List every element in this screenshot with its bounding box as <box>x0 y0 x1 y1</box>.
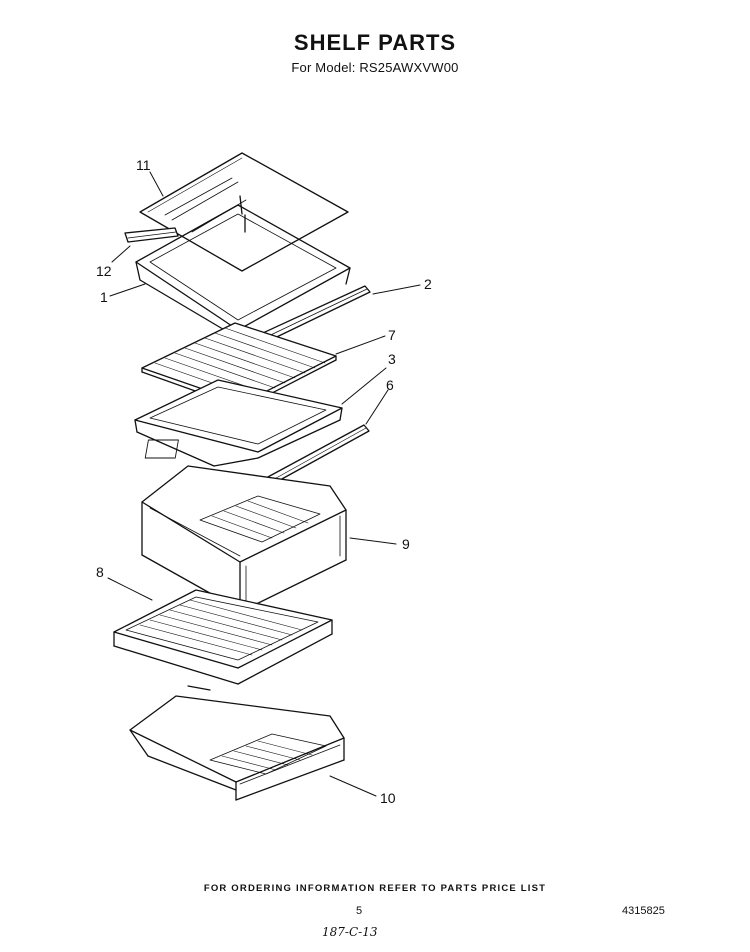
cover-panel-part-8 <box>113 589 333 691</box>
crisper-drawer-part-10 <box>129 695 345 801</box>
callout-6: 6 <box>386 377 394 393</box>
crisper-drawer-part-9 <box>141 465 347 613</box>
ordering-note: FOR ORDERING INFORMATION REFER TO PARTS … <box>203 883 547 894</box>
callout-leaders <box>107 171 421 797</box>
callout-10: 10 <box>380 790 396 806</box>
callout-8: 8 <box>96 564 104 580</box>
document-number: 4315825 <box>622 905 665 917</box>
callout-9: 9 <box>402 536 410 552</box>
cover-frame-part-3 <box>134 379 343 467</box>
callout-2: 2 <box>424 276 432 292</box>
page-title: SHELF PARTS <box>293 30 457 55</box>
front-trim-part-12 <box>124 227 179 243</box>
callout-12: 12 <box>96 263 112 279</box>
callout-1: 1 <box>100 289 108 305</box>
glass-shelf-part-11 <box>139 152 349 272</box>
model-subtitle: For Model: RS25AWXVW00 <box>291 60 459 75</box>
callout-7: 7 <box>388 327 396 343</box>
page-number: 5 <box>356 905 363 917</box>
shelf-frame-part-1 <box>135 195 351 339</box>
callout-3: 3 <box>388 351 396 367</box>
callout-11: 11 <box>136 157 151 173</box>
handwritten-note: 187-C-13 <box>322 925 378 939</box>
